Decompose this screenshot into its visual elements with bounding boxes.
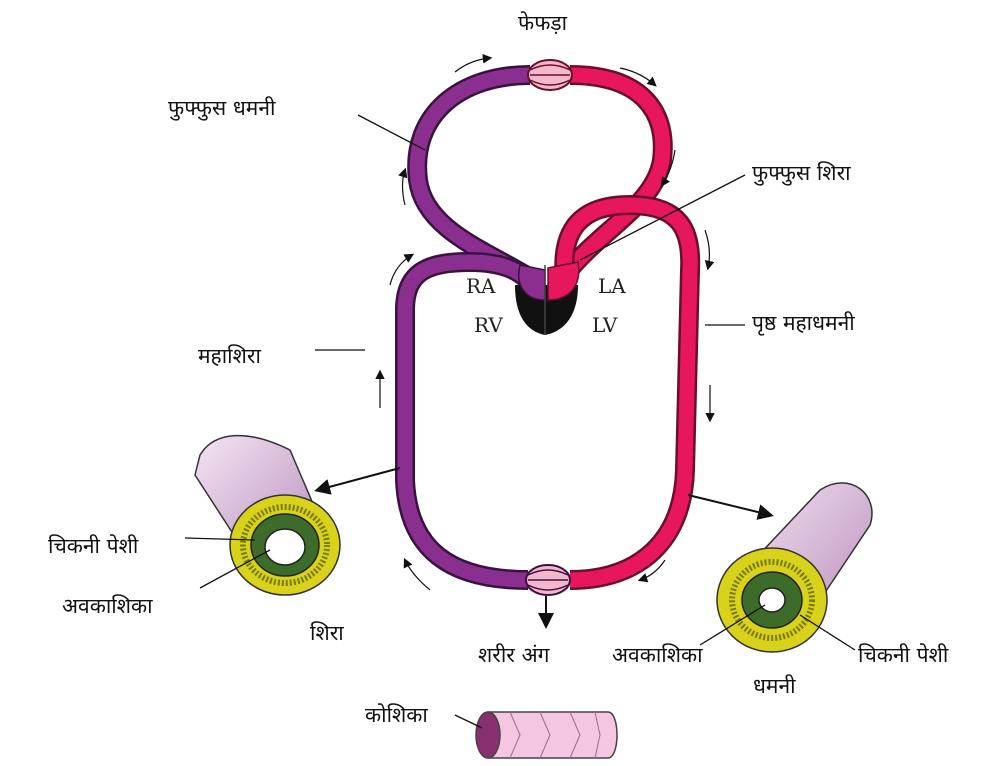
pointer-vein-smooth-muscle xyxy=(184,537,256,541)
label-body-organs: शरीर अंग xyxy=(478,643,551,667)
label-pulmonary-vein: फुफ्फुस शिरा xyxy=(752,161,851,186)
body-capillary-icon xyxy=(525,564,571,596)
chamber-label-la: LA xyxy=(598,274,626,298)
label-vein-smooth-muscle: चिकनी पेशी xyxy=(48,534,139,558)
label-artery-lumen: अवकाशिका xyxy=(612,643,703,667)
vena-cava-vessel xyxy=(395,251,544,590)
label-pulmonary-artery: फुफ्फुस धमनी xyxy=(168,96,276,121)
pulmonary-vein-vessel xyxy=(557,65,673,282)
vein-cross-section-icon xyxy=(194,434,341,596)
pointer-artery-smooth-muscle xyxy=(799,614,856,651)
label-vein-lumen: अवकाशिका xyxy=(62,594,153,618)
capillary-tube-icon xyxy=(475,711,618,759)
label-dorsal-aorta: पृष्ठ महाधमनी xyxy=(752,311,855,336)
label-lungs: फेफड़ा xyxy=(518,11,568,35)
pointer-capillary xyxy=(454,714,483,729)
pointer-pulmonary-vein xyxy=(579,174,746,261)
pointer-pulmonary-artery xyxy=(357,114,426,151)
label-artery-smooth-muscle: चिकनी पेशी xyxy=(858,643,949,667)
label-vena-cava: महाशिरा xyxy=(198,344,261,368)
label-artery: धमनी xyxy=(753,674,796,698)
pointer-vein-lumen xyxy=(199,549,271,589)
label-vein: शिरा xyxy=(310,621,344,645)
lung-capillary-icon xyxy=(527,59,573,91)
heart-icon xyxy=(515,261,580,335)
chamber-label-rv: RV xyxy=(474,313,503,337)
label-capillary: कोशिका xyxy=(365,703,428,727)
pointer-artery-lumen xyxy=(699,604,766,646)
chamber-label-ra: RA xyxy=(466,274,496,298)
dorsal-aorta-vessel xyxy=(554,194,701,590)
chamber-label-lv: LV xyxy=(592,313,618,337)
flow-arrows xyxy=(314,53,774,629)
artery-cross-section-icon xyxy=(716,482,873,653)
